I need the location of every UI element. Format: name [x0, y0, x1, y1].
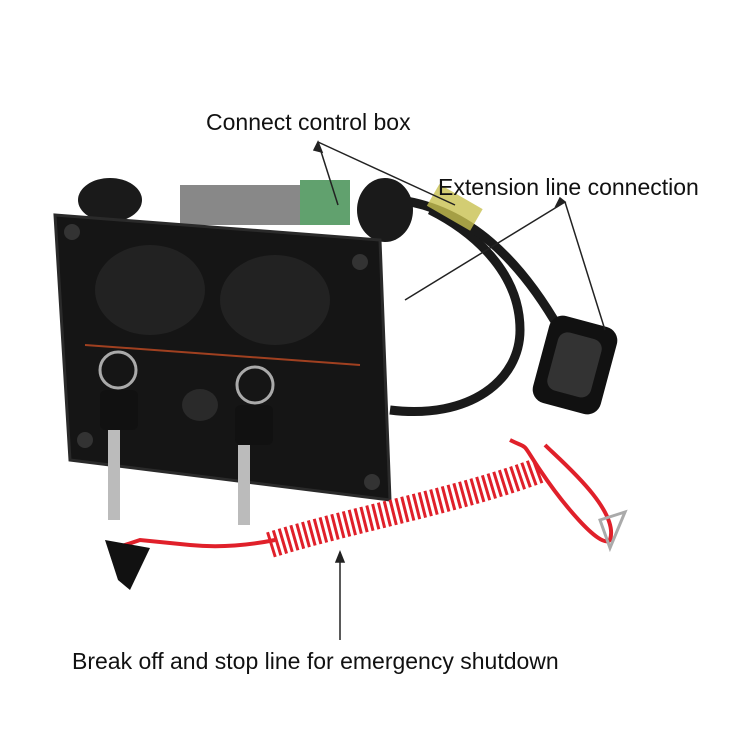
annotation-emergency-stop: Break off and stop line for emergency sh… — [72, 648, 559, 674]
connector-socket — [547, 332, 602, 398]
lanyard-line — [109, 537, 276, 552]
coiled-safety-cord — [266, 457, 545, 558]
kill-switch-clip — [105, 540, 150, 590]
panel-stripe — [84, 344, 361, 366]
stop-button[interactable] — [182, 389, 218, 421]
annotation-extension-line: Extension line connection — [438, 174, 699, 200]
key-ring-icon — [235, 365, 275, 405]
key-blade-left — [108, 430, 120, 520]
mount-hole — [77, 432, 93, 448]
wire-bundle-yellow — [426, 184, 483, 231]
cable-grommet — [357, 178, 413, 242]
mount-hole — [352, 254, 368, 270]
mount-hole — [64, 224, 80, 240]
lanyard-loop — [509, 438, 614, 544]
annotation-connect-control-box: Connect control box — [206, 109, 411, 135]
wire-bundle-green — [300, 180, 350, 225]
snap-hook — [598, 509, 628, 553]
rear-bracket — [180, 185, 300, 225]
key-right[interactable] — [235, 405, 273, 445]
key-ring-icon — [98, 350, 138, 390]
ignition-switch-right[interactable] — [220, 255, 330, 345]
mount-hole — [364, 474, 380, 490]
key-left[interactable] — [100, 390, 138, 430]
rear-switch-body — [78, 178, 142, 222]
wire-harness-extension — [399, 195, 564, 333]
ignition-switch-left[interactable] — [95, 245, 205, 335]
annotation-arrows — [312, 140, 606, 640]
wire-harness — [389, 205, 525, 416]
key-blade-right — [238, 445, 250, 525]
